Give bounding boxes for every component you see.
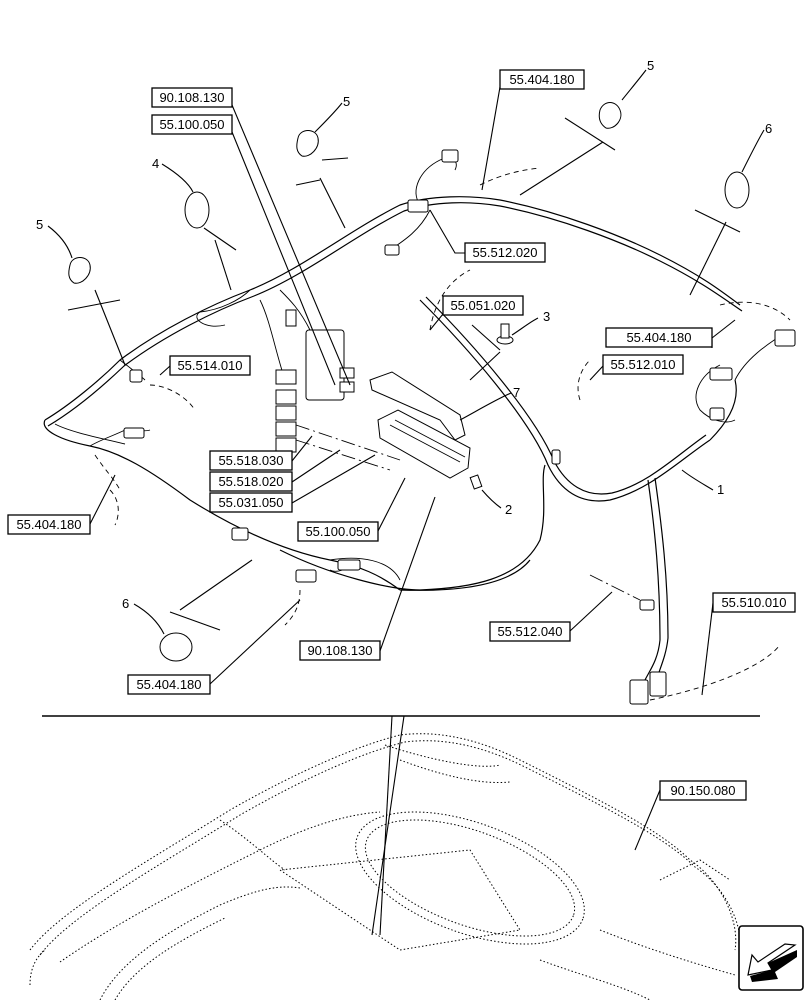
callout-6-left: 6 bbox=[122, 596, 129, 611]
arrow-down-left-icon[interactable] bbox=[738, 925, 804, 991]
ref-55-518-030: 55.518.030 bbox=[209, 450, 293, 471]
svg-text:55.518.030: 55.518.030 bbox=[218, 453, 283, 468]
svg-text:90.150.080: 90.150.080 bbox=[670, 783, 735, 798]
main-harness bbox=[43, 157, 791, 686]
svg-text:55.512.040: 55.512.040 bbox=[497, 624, 562, 639]
svg-text:55.514.010: 55.514.010 bbox=[177, 358, 242, 373]
svg-text:55.404.180: 55.404.180 bbox=[626, 330, 691, 345]
ref-55-404-180-bottom: 55.404.180 bbox=[127, 674, 211, 695]
ref-55-510-010: 55.510.010 bbox=[712, 592, 796, 613]
screw-2 bbox=[469, 474, 483, 490]
callout-2: 2 bbox=[505, 502, 512, 517]
svg-text:55.404.180: 55.404.180 bbox=[509, 72, 574, 87]
svg-text:55.512.020: 55.512.020 bbox=[472, 245, 537, 260]
ref-55-404-180-right: 55.404.180 bbox=[605, 327, 713, 348]
callout-3: 3 bbox=[543, 309, 550, 324]
cab-roof-outline bbox=[29, 733, 742, 1000]
svg-text:55.031.050: 55.031.050 bbox=[218, 495, 283, 510]
ref-55-512-020: 55.512.020 bbox=[464, 242, 546, 263]
item-callouts: 5 5 5 6 6 4 3 7 1 2 bbox=[36, 58, 772, 611]
screw-3 bbox=[496, 323, 514, 345]
auxiliary-lines bbox=[94, 167, 791, 701]
ref-55-512-040: 55.512.040 bbox=[489, 621, 571, 642]
callout-1: 1 bbox=[717, 482, 724, 497]
ref-55-404-180-top: 55.404.180 bbox=[499, 69, 585, 90]
connector-sockets bbox=[123, 149, 796, 705]
cable-tie-icon bbox=[68, 102, 622, 284]
relay-stack bbox=[275, 309, 355, 453]
callout-5-mid: 5 bbox=[343, 94, 350, 109]
callout-5-top: 5 bbox=[647, 58, 654, 73]
leader-lines bbox=[47, 69, 765, 936]
ref-90-108-130-bottom: 90.108.130 bbox=[299, 640, 381, 661]
fuse-board bbox=[377, 409, 471, 479]
svg-text:90.108.130: 90.108.130 bbox=[307, 643, 372, 658]
ref-55-512-010: 55.512.010 bbox=[602, 354, 684, 375]
reference-labels: 90.108.130 55.100.050 55.404.180 55.512.… bbox=[7, 69, 796, 801]
loop-tie-icon bbox=[159, 171, 750, 662]
ref-55-518-020: 55.518.020 bbox=[209, 471, 293, 492]
svg-text:90.108.130: 90.108.130 bbox=[159, 90, 224, 105]
ref-55-100-050-top: 55.100.050 bbox=[151, 114, 233, 135]
ref-90-108-130-top: 90.108.130 bbox=[151, 87, 233, 108]
svg-text:55.051.020: 55.051.020 bbox=[450, 298, 515, 313]
svg-text:55.404.180: 55.404.180 bbox=[16, 517, 81, 532]
ref-55-031-050: 55.031.050 bbox=[209, 492, 293, 513]
callout-6-right: 6 bbox=[765, 121, 772, 136]
ref-55-100-050-mid: 55.100.050 bbox=[297, 521, 379, 542]
svg-text:55.100.050: 55.100.050 bbox=[159, 117, 224, 132]
callout-7: 7 bbox=[513, 385, 520, 400]
ref-90-150-080: 90.150.080 bbox=[659, 780, 747, 801]
ref-55-514-010: 55.514.010 bbox=[169, 355, 251, 376]
svg-text:55.518.020: 55.518.020 bbox=[218, 474, 283, 489]
callout-4: 4 bbox=[152, 156, 159, 171]
callout-5-left: 5 bbox=[36, 217, 43, 232]
svg-text:55.404.180: 55.404.180 bbox=[136, 677, 201, 692]
svg-text:55.510.010: 55.510.010 bbox=[721, 595, 786, 610]
ref-55-051-020: 55.051.020 bbox=[442, 295, 524, 316]
ref-55-404-180-left: 55.404.180 bbox=[7, 514, 91, 535]
bracket-7 bbox=[369, 371, 466, 441]
svg-text:55.100.050: 55.100.050 bbox=[305, 524, 370, 539]
svg-text:55.512.010: 55.512.010 bbox=[610, 357, 675, 372]
